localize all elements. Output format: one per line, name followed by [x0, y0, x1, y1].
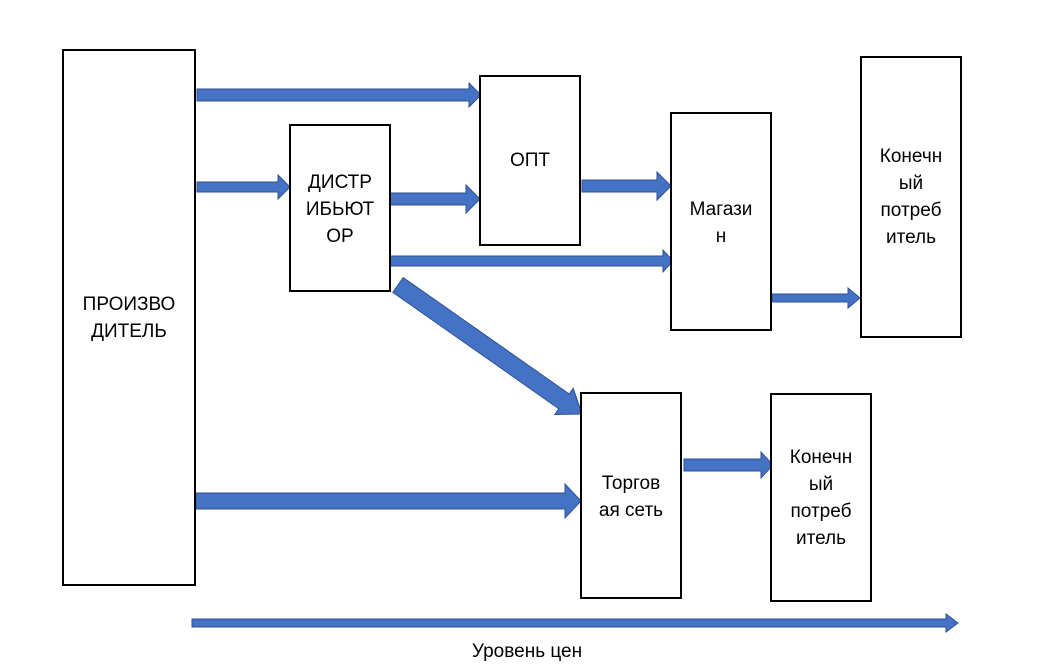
arrow-price-level-axis [191, 613, 959, 633]
producer-label: ПРОИЗВО ДИТЕЛЬ [83, 291, 176, 345]
consumer-top-label-line: ый [898, 173, 924, 194]
consumer-bottom-box [770, 393, 872, 602]
wholesale-label-line: ОПТ [509, 150, 551, 171]
producer-label-line: ПРОИЗВО [82, 294, 176, 315]
arrow-producer-to-retail [195, 482, 582, 520]
retail-chain-label-line: ая сеть [598, 500, 664, 521]
consumer-bottom-label: Конечн ый потреб итель [790, 444, 852, 552]
arrow-shop-to-consumer [771, 286, 861, 310]
arrow-producer-to-distributor [196, 173, 291, 201]
consumer-top-label-line: Конечн [879, 146, 943, 167]
consumer-top-label-line: потреб [880, 200, 942, 221]
producer-box [62, 49, 196, 586]
retail-chain-label-line: Торгов [601, 473, 661, 494]
shop-label-line: Магази [689, 199, 753, 220]
arrow-distributor-to-wholesale [389, 183, 481, 215]
consumer-bottom-label-line: итель [795, 528, 847, 549]
consumer-bottom-label-line: Конечн [789, 447, 853, 468]
consumer-bottom-label-line: потреб [790, 501, 852, 522]
shop-label: Магази н [690, 196, 753, 250]
wholesale-box [479, 75, 581, 246]
shop-box [670, 112, 772, 331]
distributor-label-line: ДИСТР [308, 172, 372, 193]
price-level-caption: Уровень цен [471, 641, 583, 662]
consumer-top-label: Конечн ый потреб итель [880, 143, 942, 251]
consumer-top-label-line: итель [885, 227, 937, 248]
distributor-label-line: ОР [326, 226, 354, 247]
wholesale-label: ОПТ [510, 147, 550, 174]
consumer-bottom-label-line: ый [808, 474, 834, 495]
shop-label-line: н [715, 226, 727, 247]
distributor-box [289, 124, 391, 292]
arrow-retail-to-consumer [683, 450, 774, 480]
distributor-label: ДИСТР ИБЬЮТ ОР [306, 169, 374, 250]
arrow-distributor-to-retail [392, 276, 583, 416]
arrow-distributor-to-shop [389, 248, 674, 274]
distributor-label-line: ИБЬЮТ [305, 199, 375, 220]
producer-label-line: ДИТЕЛЬ [91, 321, 167, 342]
arrow-producer-to-wholesale [196, 81, 482, 109]
arrow-wholesale-to-shop [581, 170, 672, 202]
retail-chain-box [580, 392, 682, 599]
retail-chain-label: Торгов ая сеть [599, 470, 663, 524]
consumer-top-box [860, 56, 962, 338]
